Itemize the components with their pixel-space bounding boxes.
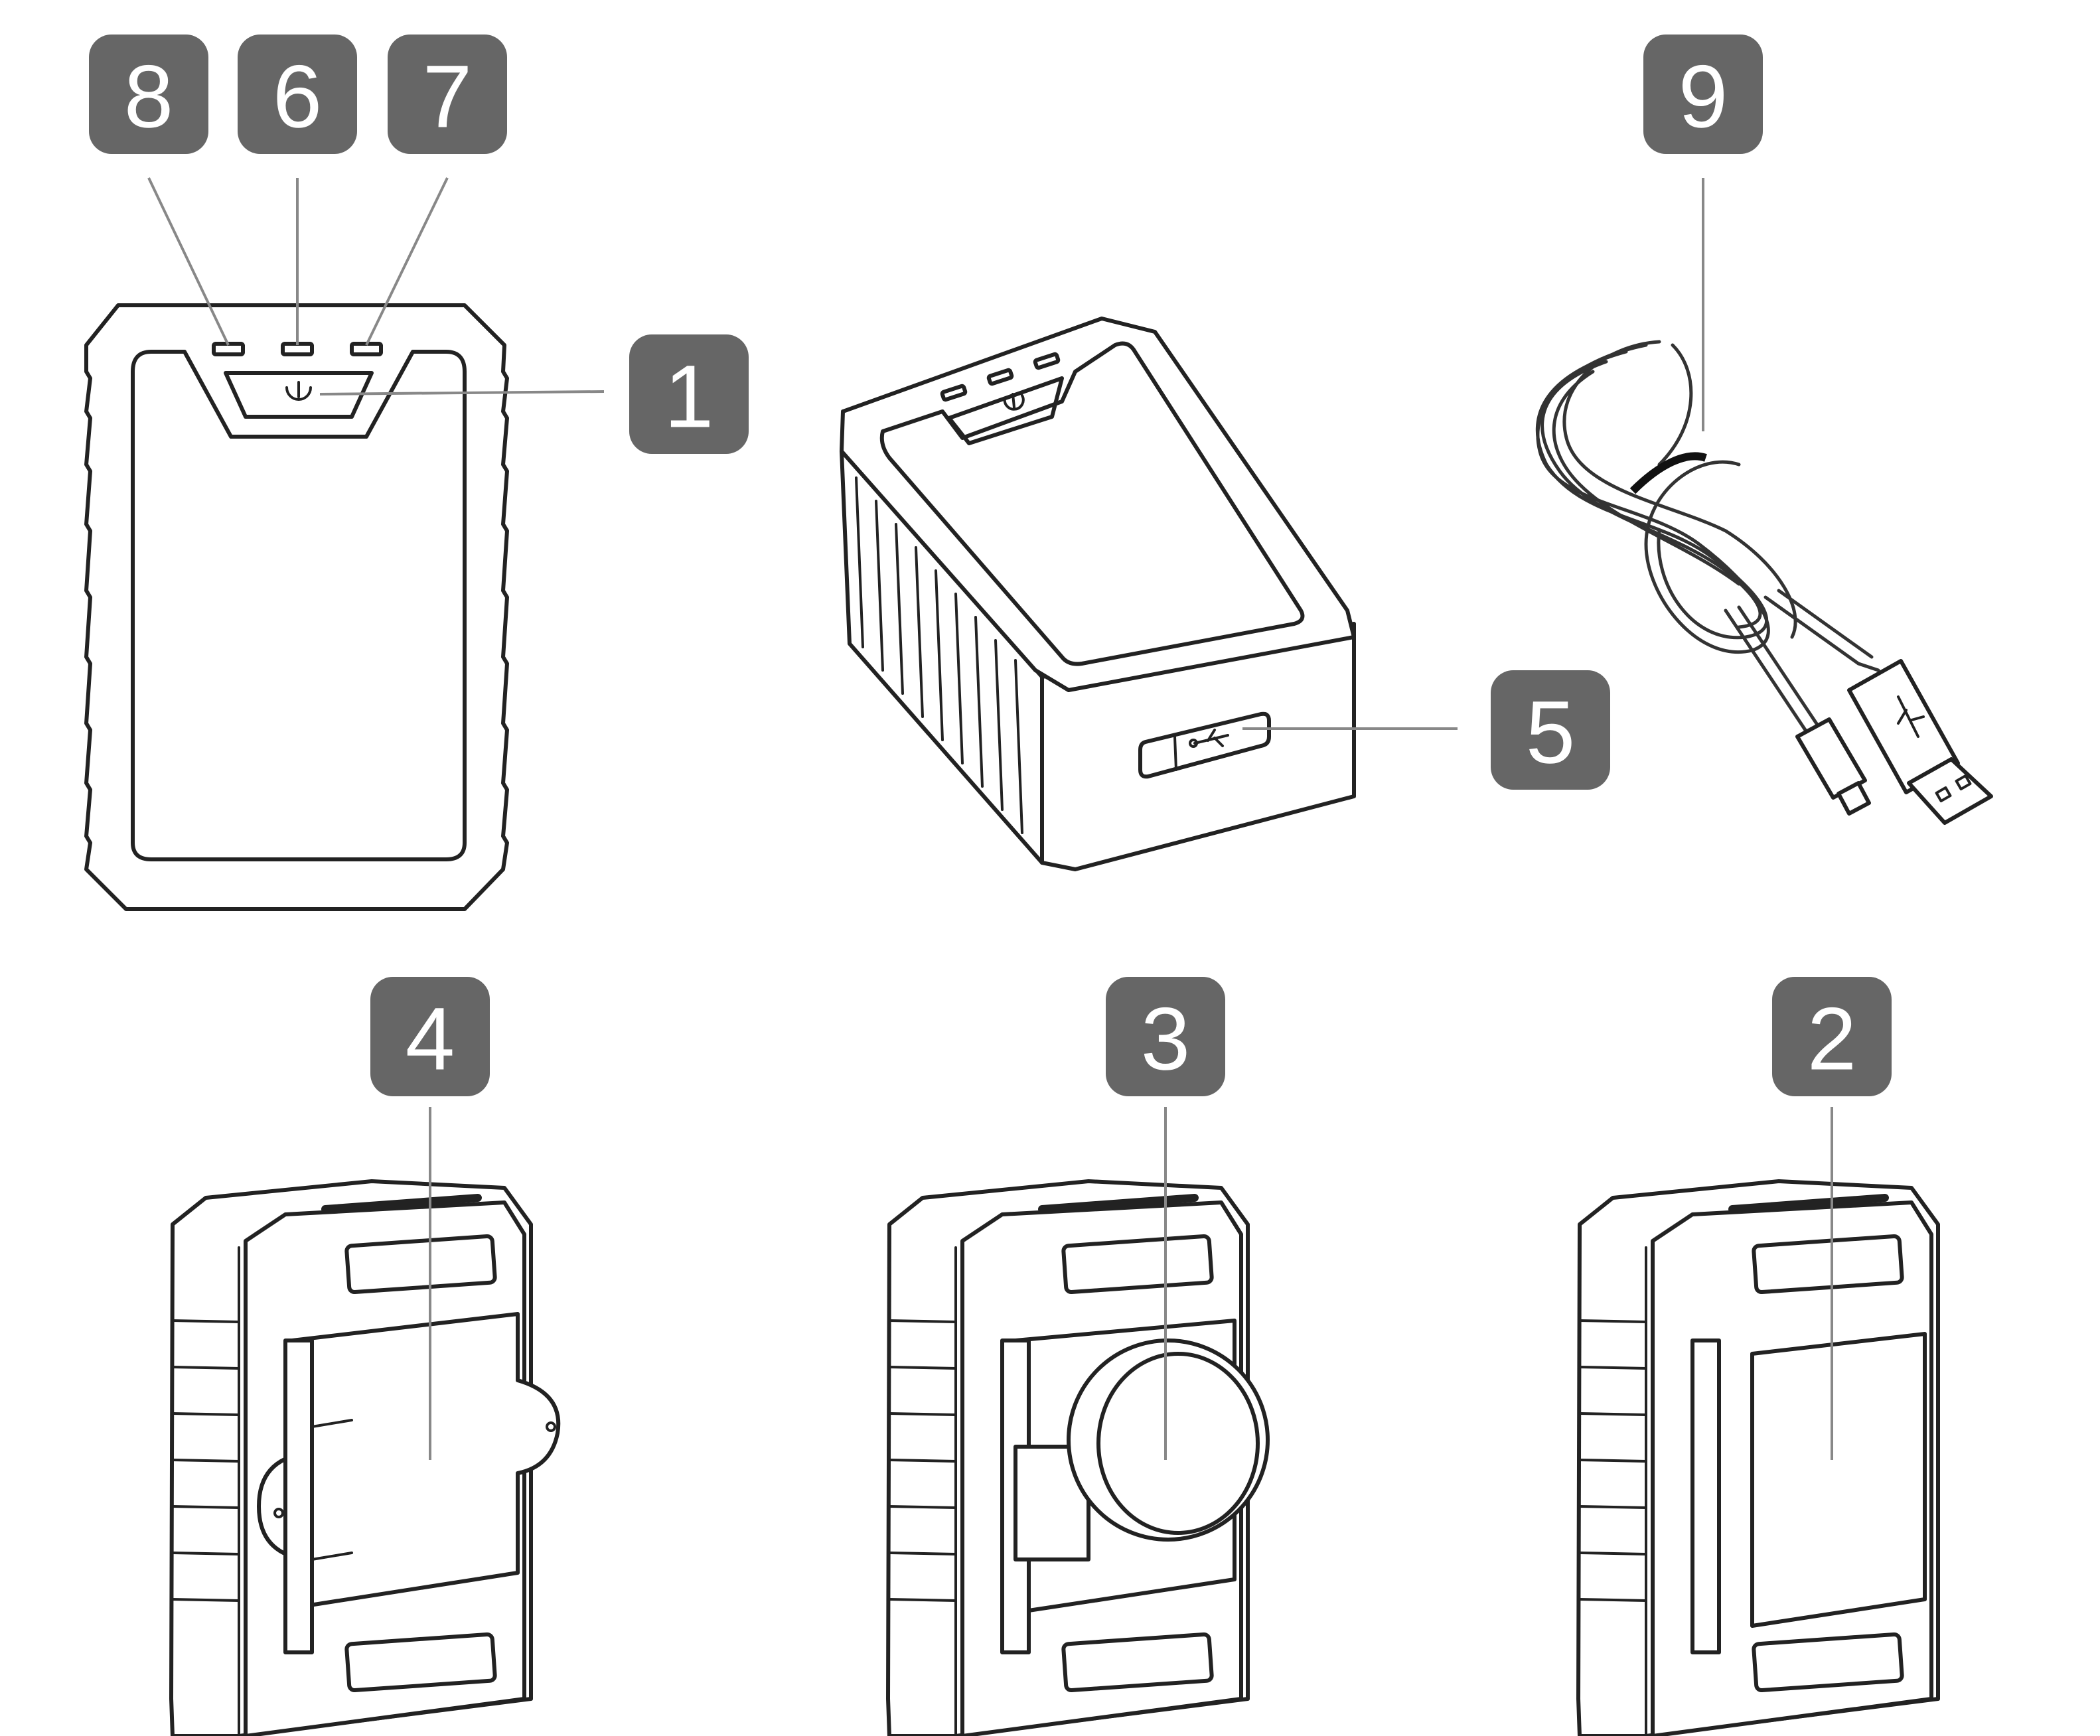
- callout-4: 4: [370, 977, 490, 1096]
- callout-9-label: 9: [1679, 48, 1728, 147]
- callout-4-label: 4: [406, 990, 455, 1089]
- callout-2-label: 2: [1807, 990, 1857, 1089]
- callout-2: 2: [1772, 977, 1892, 1096]
- usb-icon: [1897, 695, 1925, 738]
- callout-5: 5: [1491, 670, 1610, 790]
- callout-1: 1: [629, 334, 749, 454]
- leader-lines: [147, 177, 1833, 1460]
- callout-6-label: 6: [273, 48, 323, 147]
- callout-5-label: 5: [1526, 684, 1576, 782]
- usb-a-connector: [1847, 659, 1993, 825]
- callout-6: 6: [238, 35, 357, 154]
- device-back-view-magnet: [886, 1179, 1270, 1736]
- callout-3: 3: [1106, 977, 1225, 1096]
- device-back-view-adhesive: [1576, 1179, 1940, 1736]
- device-front-view: [84, 303, 509, 911]
- device-isometric-view: [840, 317, 1356, 871]
- callout-8: 8: [89, 35, 208, 154]
- power-icon: [285, 381, 312, 401]
- callout-1-label: 1: [664, 348, 714, 447]
- usb-cable: [1535, 340, 1993, 825]
- callout-8-label: 8: [124, 48, 174, 147]
- device-back-view-mount-plate: [169, 1179, 561, 1736]
- micro-usb-connector: [1795, 717, 1871, 816]
- callout-7: 7: [388, 35, 507, 154]
- callout-3-label: 3: [1141, 990, 1191, 1089]
- callout-7-label: 7: [423, 48, 473, 147]
- power-icon: [1003, 393, 1025, 411]
- callout-9: 9: [1643, 35, 1763, 154]
- usb-icon: [1189, 729, 1229, 748]
